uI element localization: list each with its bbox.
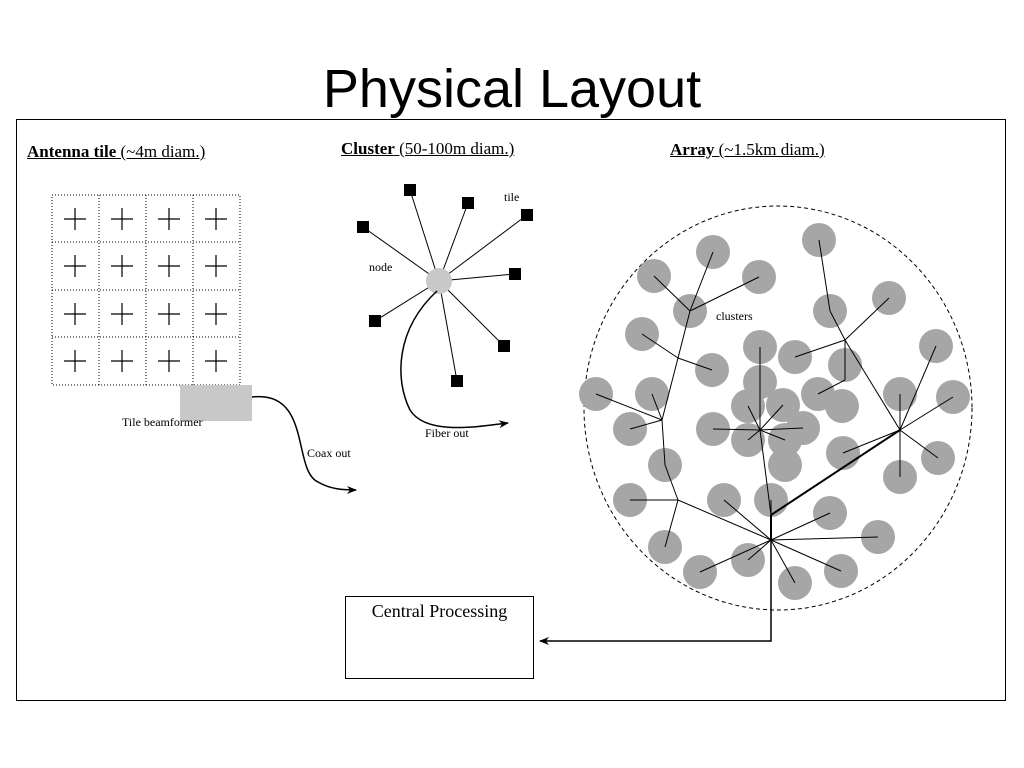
network-line bbox=[770, 539, 842, 572]
cluster-node bbox=[426, 268, 452, 294]
network-line bbox=[595, 393, 663, 421]
network-line bbox=[664, 464, 679, 501]
network-line bbox=[844, 339, 901, 431]
tile-beamformer-label: Tile beamformer bbox=[122, 415, 203, 429]
network-line bbox=[899, 429, 939, 459]
tile-heading: Antenna tile (~4m diam.) bbox=[27, 142, 205, 162]
array-network-lines bbox=[595, 239, 954, 584]
array-heading-name: Array bbox=[670, 140, 715, 159]
network-line bbox=[651, 393, 663, 421]
array-heading-size: (~1.5km diam.) bbox=[718, 140, 825, 159]
network-line bbox=[759, 429, 772, 516]
tile-heading-name: Antenna tile bbox=[27, 142, 117, 161]
cluster-heading: Cluster (50-100m diam.) bbox=[341, 139, 514, 159]
network-line bbox=[664, 499, 679, 548]
network-line bbox=[723, 499, 772, 541]
network-line bbox=[770, 539, 796, 584]
fiber-cable bbox=[400, 290, 509, 429]
network-line bbox=[770, 512, 831, 541]
network-line bbox=[818, 239, 831, 312]
network-line bbox=[629, 419, 663, 430]
cluster-heading-size: (50-100m diam.) bbox=[399, 139, 515, 158]
clusters-label: clusters bbox=[716, 309, 753, 323]
fiber-out-label: Fiber out bbox=[425, 426, 469, 440]
network-line bbox=[899, 345, 937, 431]
diagram-frame bbox=[16, 119, 1006, 701]
network-line bbox=[641, 333, 679, 359]
network-line bbox=[899, 396, 954, 431]
network-line bbox=[661, 357, 679, 421]
network-line bbox=[794, 339, 846, 358]
cluster-tiles bbox=[357, 184, 533, 387]
station-circle bbox=[768, 448, 802, 482]
network-line bbox=[759, 427, 804, 431]
tile-beamformer-box bbox=[180, 385, 252, 421]
network-line bbox=[829, 310, 846, 341]
array-boundary bbox=[583, 205, 973, 611]
network-line bbox=[759, 429, 786, 441]
dipole-elements bbox=[64, 208, 227, 372]
network-line bbox=[747, 539, 772, 561]
array-stations bbox=[579, 223, 970, 600]
station-circle bbox=[825, 389, 859, 423]
network-line bbox=[677, 310, 691, 359]
network-line bbox=[689, 251, 714, 312]
antenna-tile-grid bbox=[51, 194, 241, 386]
network-line bbox=[759, 404, 784, 431]
tile-label: tile bbox=[504, 190, 520, 204]
network-line bbox=[747, 405, 761, 431]
trunk-line bbox=[770, 429, 901, 516]
network-line bbox=[712, 428, 761, 431]
cluster-heading-name: Cluster bbox=[341, 139, 395, 158]
network-line bbox=[661, 419, 666, 466]
slide-title: Physical Layout bbox=[322, 59, 702, 119]
network-line bbox=[699, 539, 772, 573]
central-processing-box: Central Processing bbox=[345, 596, 534, 679]
network-line bbox=[770, 536, 879, 541]
array-to-central-link bbox=[539, 515, 772, 645]
network-line bbox=[677, 499, 772, 541]
tile-heading-size: (~4m diam.) bbox=[120, 142, 206, 161]
node-label: node bbox=[369, 260, 393, 274]
network-line bbox=[817, 379, 846, 395]
coax-out-label: Coax out bbox=[307, 446, 351, 460]
cluster-spokes bbox=[362, 189, 528, 382]
coax-cable bbox=[251, 396, 357, 494]
network-line bbox=[747, 429, 761, 441]
network-line bbox=[677, 357, 713, 371]
network-line bbox=[844, 297, 890, 341]
network-line bbox=[842, 429, 901, 454]
network-line bbox=[689, 276, 760, 312]
array-heading: Array (~1.5km diam.) bbox=[670, 140, 825, 160]
central-processing-label: Central Processing bbox=[371, 601, 508, 621]
network-line bbox=[653, 275, 691, 312]
